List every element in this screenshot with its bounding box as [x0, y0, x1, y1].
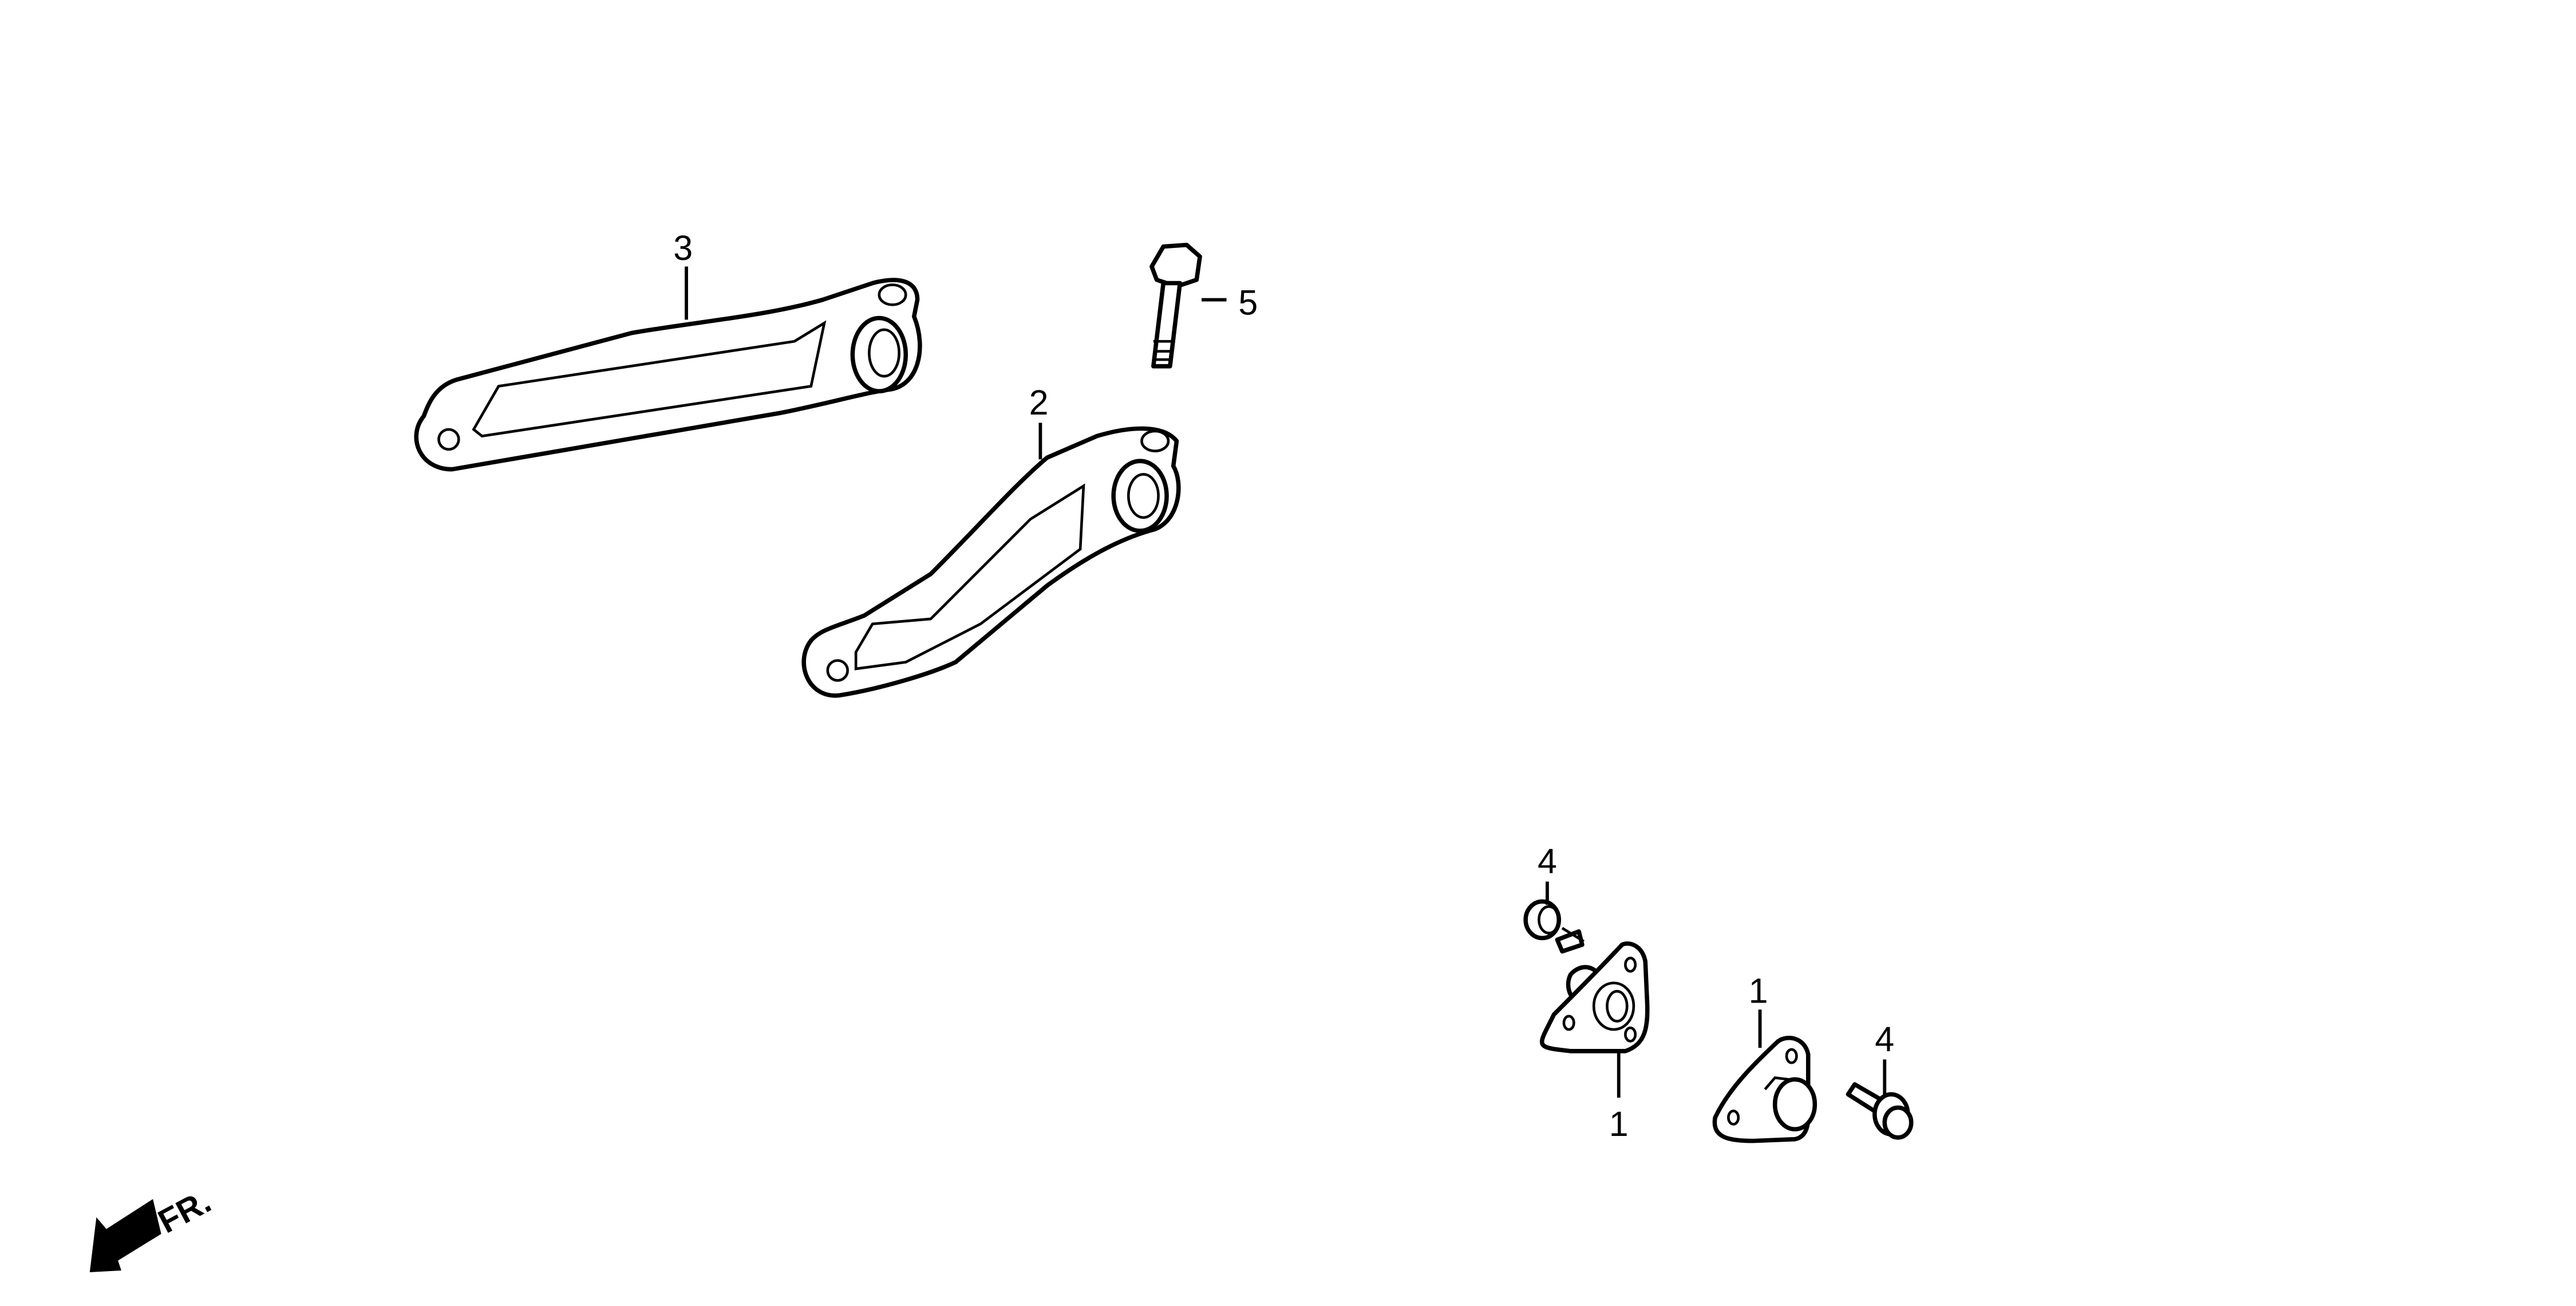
callout-4-lower: 4	[1875, 1020, 1894, 1059]
callout-3: 3	[673, 228, 693, 267]
callout-1-right: 1	[1749, 972, 1768, 1011]
front-arrow-icon	[89, 1199, 161, 1272]
bolt-part-5[interactable]	[1149, 242, 1202, 369]
bolt-part-4-lower[interactable]	[1846, 1082, 1914, 1140]
front-direction-indicator: FR.	[89, 1182, 217, 1272]
callout-2: 2	[1029, 383, 1049, 422]
flange-part-1-left[interactable]	[1539, 941, 1650, 1054]
bolt-part-4-upper[interactable]	[1523, 899, 1585, 954]
arm-part-3[interactable]	[414, 278, 922, 472]
flange-part-1-right[interactable]	[1712, 1036, 1818, 1143]
front-label: FR.	[152, 1182, 217, 1240]
callout-1-left: 1	[1609, 1104, 1629, 1143]
callout-5: 5	[1238, 283, 1258, 322]
arm-part-2[interactable]	[801, 426, 1181, 698]
callout-4-upper: 4	[1538, 842, 1557, 881]
